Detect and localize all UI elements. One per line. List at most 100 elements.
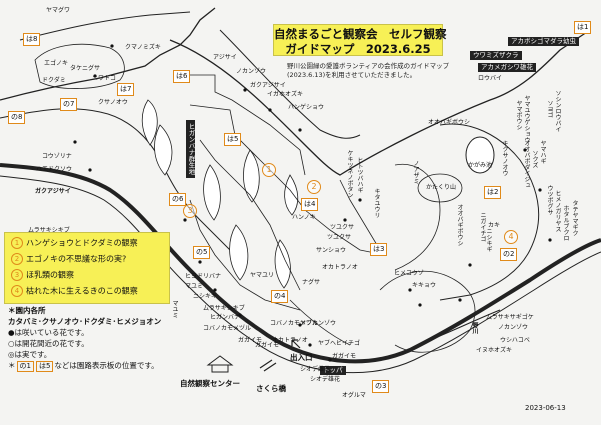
label-plant: ヤマボウシ [515, 100, 522, 130]
southeast-loop [379, 270, 476, 353]
label-plant: ガガイモ [332, 353, 357, 360]
nw-area [34, 43, 125, 89]
trail-a [175, 74, 306, 176]
label-plant: ソクズ [531, 150, 538, 168]
marker-ha3[interactable]: は3 [370, 243, 388, 256]
sakura-bridge-label: さくら橋 [256, 384, 286, 393]
kagami-pond-label: かがみ池 [468, 162, 493, 169]
katakuri-hill-label: かたくり山 [426, 184, 457, 191]
notes-title: ＊園内各所 [8, 306, 46, 315]
tag-toppa: トッパ [320, 366, 346, 375]
label-plant: ノカンゾウ [498, 324, 529, 331]
notes-line5-prefix: ＊ [8, 361, 16, 370]
marker-ha2[interactable]: は2 [484, 186, 502, 199]
marker-ha1[interactable]: は1 [574, 21, 592, 34]
label-plant: オオバギボウシ [456, 204, 463, 246]
label-plant: キクサノオウ [501, 140, 508, 176]
footer-date: 2023-06-13 [525, 404, 566, 412]
marker-ha8[interactable]: は8 [23, 33, 41, 46]
marker-ha5[interactable]: は5 [224, 133, 242, 146]
label-plant: ムラサキシキブ [203, 305, 245, 312]
label-plant: コバノカモメヅル [203, 325, 252, 332]
title-banner: 自然まるごと観察会 セルフ観察 ガイドマップ 2023.6.25 [273, 24, 447, 56]
entrance-arrow-icon [291, 339, 301, 349]
label-plant: ヤブヘビイチゴ [318, 340, 361, 347]
label-plant: コバノカモメヅル [270, 320, 319, 327]
tag-akamegashiwa: アカメガシワ雄花 [478, 63, 536, 72]
label-plant: ヤマハギ [539, 140, 546, 164]
tag-uwamizu: ウワミズザクラ [470, 51, 522, 60]
label-plant: ヤマユリ [250, 272, 275, 279]
marker-ha4[interactable]: は4 [301, 198, 319, 211]
wetland-7 [274, 239, 291, 289]
trail-g [289, 299, 351, 346]
main-outer-loop [0, 163, 601, 364]
label-plant: ガクアジサイ [250, 82, 286, 89]
wetland-2 [154, 124, 173, 176]
label-plant: ヒヨドリバナ [185, 273, 222, 280]
marker-no7[interactable]: の7 [60, 98, 78, 111]
description-line1: 野川公園緑の愛護ボランティアの会作成のガイドマップ [287, 62, 450, 70]
marker-no2[interactable]: の2 [500, 248, 518, 261]
map-notes: ＊園内各所 カタバミ･クサノオウ･ドクダミ･ヒメジョオン ●は咲いている花です。… [8, 305, 161, 372]
label-plant: マユミ [185, 283, 204, 290]
label-plant: ヤブカンゾウ [300, 320, 337, 327]
label-plant: ヒトツバハギ [356, 157, 363, 193]
wetland-3 [203, 164, 221, 221]
spot-2[interactable]: 2 [307, 180, 321, 194]
label-plant: オカトラノオ [322, 264, 358, 271]
label-plant: ムラサキシキブ [28, 227, 70, 234]
label-plant: ドクダミ [42, 77, 66, 84]
marker-no4[interactable]: の4 [271, 290, 289, 303]
notes-line2: ●は咲いている花です。 [8, 328, 89, 337]
marker-no3[interactable]: の3 [372, 380, 390, 393]
spot-1[interactable]: 1 [262, 163, 276, 177]
marker-no6[interactable]: の6 [169, 193, 187, 206]
spot-3[interactable]: 3 [183, 204, 197, 218]
label-plant: オカトラノオ [272, 337, 308, 344]
east-region [439, 123, 540, 301]
tag-higanbana: ヒガンバナ群生地 [186, 120, 195, 178]
nature-center-label: 自然観察センター [180, 379, 240, 388]
flower-dots [73, 44, 552, 362]
label-plant: ウツボグサ [546, 185, 553, 215]
label-plant: ヒガンバナ [210, 314, 241, 321]
legend-text: 枯れた木に生えるきのこの観察 [26, 286, 138, 296]
label-river: 野川 [471, 322, 478, 334]
label-plant: ニワトコ [92, 75, 117, 82]
label-plant: キタユウリ [373, 188, 380, 218]
entrance-label: 出入口 [290, 353, 313, 362]
main-outer-loop-inner [0, 175, 601, 374]
east-inner [394, 163, 441, 271]
trail-f [339, 179, 381, 251]
spot-4[interactable]: 4 [504, 230, 518, 244]
legend-number: 3 [11, 269, 23, 281]
title-line1: 自然まるごと観察会 セルフ観察 [274, 27, 447, 41]
marker-no5[interactable]: の5 [193, 246, 211, 259]
marker-ha7[interactable]: は7 [117, 83, 135, 96]
legend-number: 4 [11, 285, 23, 297]
label-plant: ヒメコウゾ [394, 270, 424, 277]
marker-no8[interactable]: の8 [8, 111, 26, 124]
legend-text: エゴノキの不思議な形の実? [26, 254, 127, 264]
wetland-5 [284, 174, 299, 216]
notes-line4: ◎は実です。 [8, 350, 52, 359]
label-plant: ニシキギ [193, 293, 218, 300]
marker-ha6[interactable]: は6 [173, 70, 191, 83]
label-plant: ナグサ [302, 279, 321, 286]
label-plant: ヤマユウゲショウ [523, 95, 530, 143]
trail-c [199, 139, 301, 291]
park-boundary-north [0, 7, 216, 101]
label-plant: ウシハコベ [500, 337, 530, 344]
map-description: 野川公園緑の愛護ボランティアの会作成のガイドマップ (2023.6.13)を利用… [287, 62, 449, 80]
boundary-northeast [169, 29, 591, 176]
park-boundary-top [19, 11, 191, 41]
label-plant: ニシキギ [485, 228, 492, 252]
legend-text: ほ乳類の観察 [26, 270, 74, 280]
